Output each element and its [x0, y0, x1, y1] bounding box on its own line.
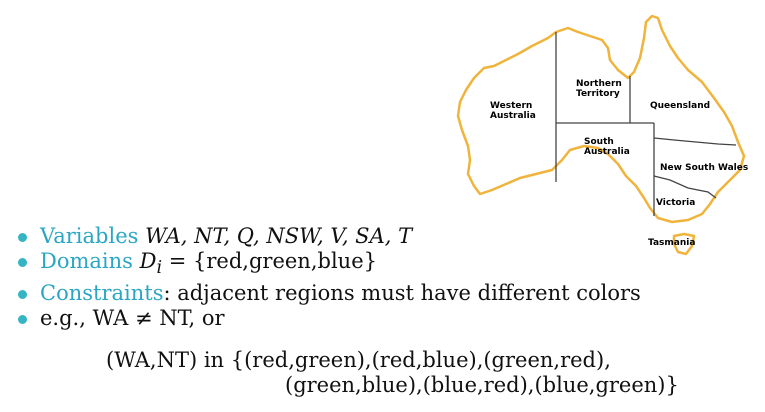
label-western-australia: Western Australia: [490, 101, 536, 121]
bullet-dot-icon: [18, 233, 27, 242]
bullet-example: e.g., WA ≠ NT, or: [18, 306, 758, 331]
bullet-domains: Domains Di = {red,green,blue}: [18, 249, 758, 281]
domains-label: Domains: [40, 249, 133, 273]
label-northern-territory: Northern Territory: [576, 79, 625, 99]
domains-value: = {red,green,blue}: [162, 249, 377, 273]
constraints-label: Constraints: [40, 281, 164, 306]
example-line-1: e.g., WA ≠ NT, or: [40, 306, 225, 331]
label-new-south-wales: New South Wales: [660, 163, 748, 173]
variables-value: WA, NT, Q, NSW, V, SA, T: [145, 224, 413, 248]
example-line-2: (WA,NT) in {(red,green),(red,blue),(gree…: [106, 348, 611, 372]
domains-subscript: i: [156, 258, 163, 279]
label-victoria: Victoria: [656, 198, 695, 208]
state-borders: [555, 32, 737, 216]
australia-map-svg: Western Australia Northern Territory Que…: [456, 14, 748, 256]
label-south-australia: South Australia: [584, 137, 630, 157]
label-tasmania: Tasmania: [648, 238, 695, 248]
label-queensland: Queensland: [650, 101, 710, 111]
mainland-outline: [456, 14, 746, 224]
domains-symbol: D: [139, 249, 157, 273]
australia-map: Western Australia Northern Territory Que…: [448, 8, 760, 268]
constraints-value: : adjacent regions must have different c…: [163, 281, 641, 306]
nsw-v-border: [653, 175, 717, 199]
bullet-dot-icon: [18, 290, 27, 300]
csp-bullet-list: Variables WA, NT, Q, NSW, V, SA, T Domai…: [18, 224, 758, 331]
bullet-variables: Variables WA, NT, Q, NSW, V, SA, T: [18, 224, 758, 249]
variables-label: Variables: [40, 224, 139, 248]
q-nsw-border: [653, 137, 737, 146]
bullet-constraints: Constraints: adjacent regions must have …: [18, 281, 758, 306]
bullet-dot-icon: [18, 258, 27, 267]
tasmania-outline: [672, 232, 696, 256]
example-line-3: (green,blue),(blue,red),(blue,green)}: [285, 373, 679, 397]
bullet-dot-icon: [18, 315, 27, 325]
